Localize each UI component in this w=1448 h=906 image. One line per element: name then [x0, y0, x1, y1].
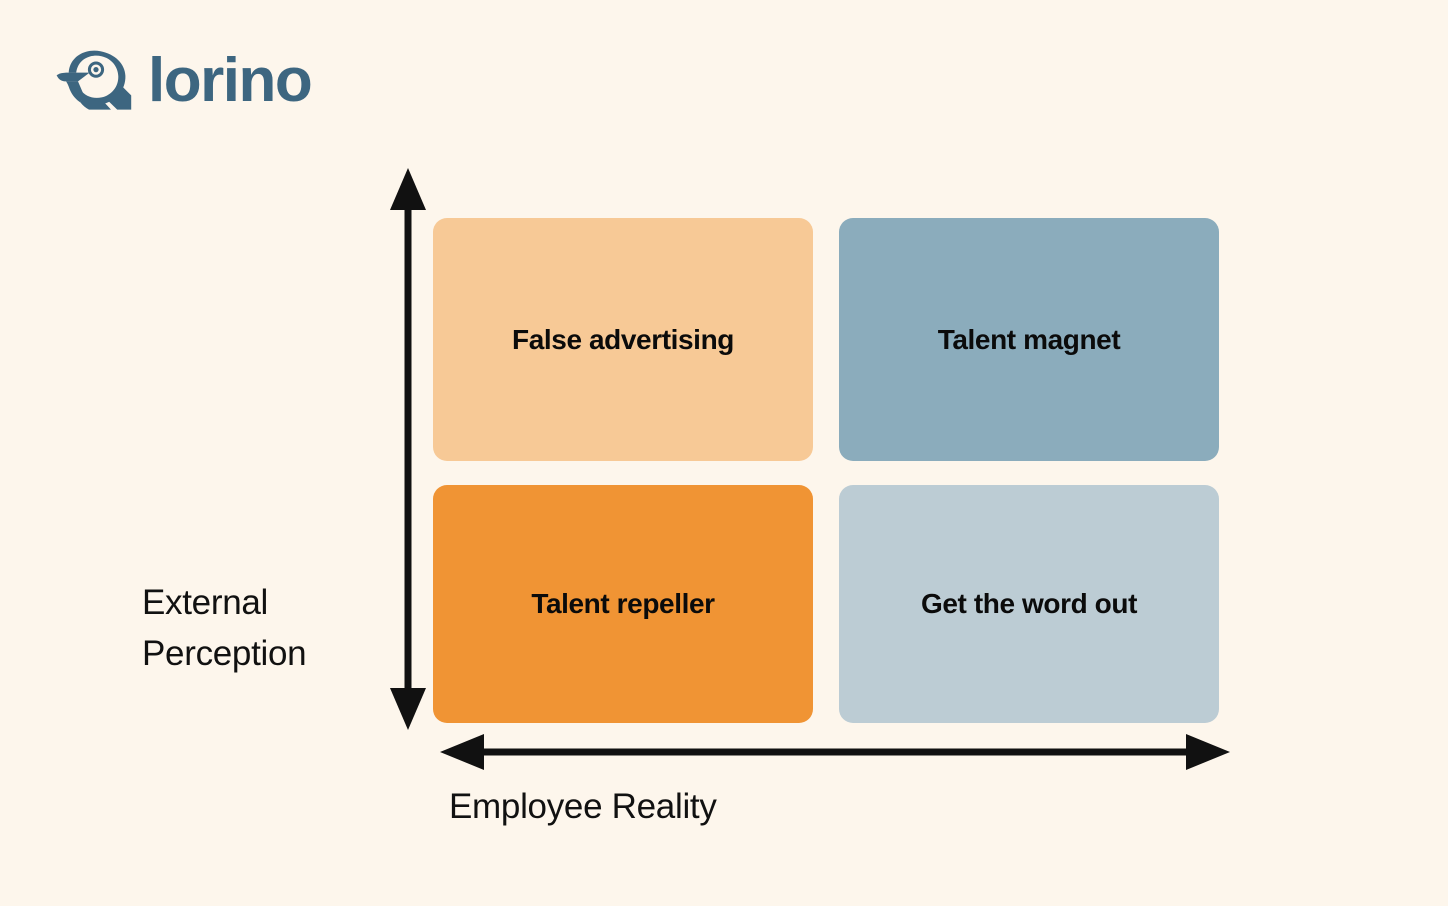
- x-axis-label: Employee Reality: [449, 787, 717, 826]
- y-axis-label-line-1: External: [142, 583, 268, 622]
- y-axis-label-line-2: Perception: [142, 633, 307, 673]
- quadrant-get-the-word-out[interactable]: Get the word out: [839, 485, 1219, 723]
- brand-logo: lorino: [56, 46, 313, 115]
- quadrant-label: False advertising: [512, 323, 734, 355]
- quadrant-talent-magnet[interactable]: Talent magnet: [839, 218, 1219, 461]
- quadrant-false-advertising[interactable]: False advertising: [433, 218, 813, 461]
- quadrant-label: Talent repeller: [531, 588, 715, 619]
- quadrant-label: Get the word out: [920, 588, 1138, 619]
- parrot-head-icon: [56, 48, 132, 114]
- quadrant-label: Talent magnet: [937, 323, 1121, 355]
- quadrant-talent-repeller[interactable]: Talent repeller: [433, 485, 813, 723]
- double-headed-horizontal-arrow-icon: [440, 722, 1230, 782]
- double-headed-vertical-arrow-icon: [378, 168, 438, 730]
- brand-name: lorino: [148, 46, 313, 115]
- y-axis-label: External Perception: [142, 578, 378, 680]
